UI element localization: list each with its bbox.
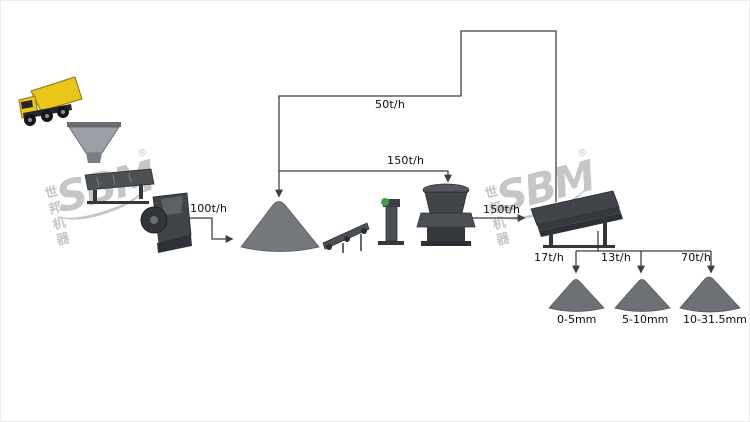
stockpile — [240, 201, 320, 252]
hopper — [67, 122, 121, 163]
belt-conveyor — [322, 222, 370, 253]
product-label-mid: 5-10mm — [622, 313, 669, 326]
product-pile-coarse — [679, 276, 741, 313]
bucket-elevator — [378, 198, 404, 245]
product-pile-mid — [614, 279, 671, 312]
flow-label-pile-to-cone: 150t/h — [387, 154, 425, 167]
cone-crusher — [416, 183, 476, 246]
product-pile-fine — [548, 279, 605, 312]
flow-line-pile-to-cone — [279, 170, 452, 183]
dump-truck — [18, 76, 83, 126]
flow-label-screen-return: 50t/h — [375, 98, 405, 111]
flow-label-cone-to-screen: 150t/h — [483, 203, 521, 216]
product-label-coarse: 10-31.5mm — [683, 313, 747, 326]
vibrating-feeder — [84, 168, 155, 204]
jaw-crusher — [140, 192, 192, 253]
flow-line-jaw-to-pile — [187, 217, 234, 243]
flow-label-to-mid: 13t/h — [601, 251, 631, 264]
vibrating-screen — [530, 190, 623, 248]
flow-line-screen-return — [275, 30, 557, 202]
flow-label-jaw-to-pile: 100t/h — [190, 202, 228, 215]
flow-label-to-fine: 17t/h — [534, 251, 564, 264]
flow-label-to-coarse: 70t/h — [681, 251, 711, 264]
product-label-fine: 0-5mm — [557, 313, 597, 326]
